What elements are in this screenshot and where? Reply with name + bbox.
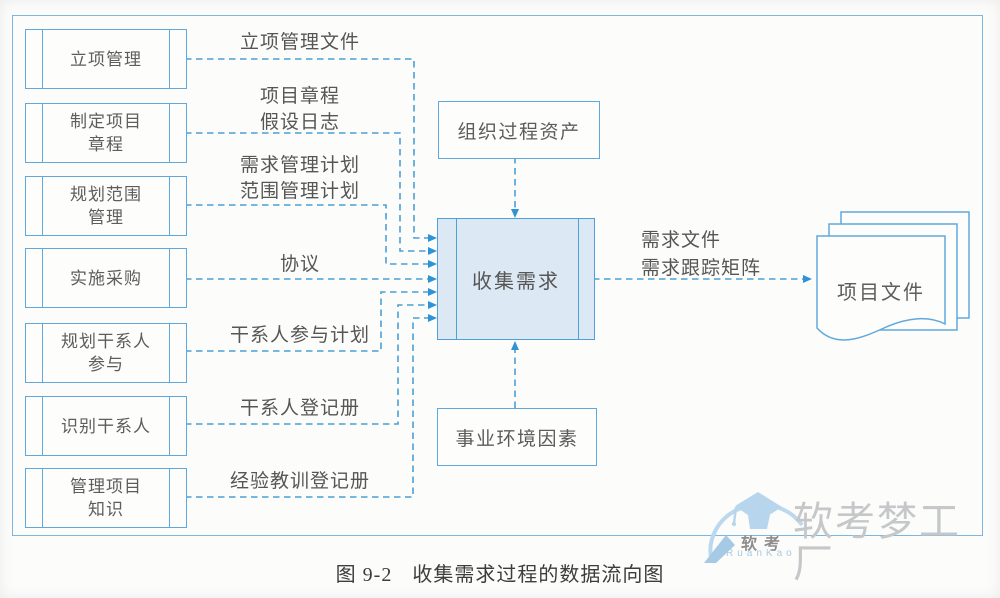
process-box-label: 规划范围 管理 <box>70 183 142 229</box>
label-line: 参与 <box>88 355 124 374</box>
document-stack-label: 项目文件 <box>837 282 925 304</box>
label-line: 规划干系人 <box>61 332 151 351</box>
edge-label-stakeholder-engagement-plan: 干系人参与计划 <box>185 323 415 349</box>
process-box-label: 实施采购 <box>70 267 142 290</box>
process-box-label: 立项管理 <box>70 48 142 71</box>
edge-label-agreements: 协议 <box>185 252 415 278</box>
process-box-identify-stakeholders: 识别干系人 <box>25 396 187 456</box>
box-rule-icon <box>42 324 43 382</box>
figure-caption: 图 9-2 收集需求过程的数据流向图 <box>0 558 1000 587</box>
box-rule-icon <box>169 30 170 88</box>
box-rule-icon <box>169 249 170 307</box>
label-line: 范围管理计划 <box>239 181 360 202</box>
process-box-manage-knowledge: 管理项目 知识 <box>25 468 187 528</box>
box-rule-icon <box>456 219 457 339</box>
label-line: 假设日志 <box>259 112 340 133</box>
box-rule-icon <box>578 219 579 339</box>
process-box-plan-scope: 规划范围 管理 <box>25 176 187 236</box>
label-line: 组织过程资产 <box>457 121 581 143</box>
center-process-label: 收集需求 <box>472 270 560 293</box>
box-rule-icon <box>169 324 170 382</box>
box-rule-icon <box>169 104 170 162</box>
label-line: 识别干系人 <box>61 416 151 436</box>
process-box-label: 识别干系人 <box>61 415 151 438</box>
label-line: 干系人参与计划 <box>229 325 370 346</box>
label-line: 协议 <box>279 254 320 275</box>
input-box-organizational-process-assets: 组织过程资产 <box>438 101 600 159</box>
label-line: 知识 <box>88 500 124 519</box>
edge-label-initiation-docs: 立项管理文件 <box>185 30 415 56</box>
figure-number: 图 9-2 <box>335 564 393 586</box>
process-box-develop-charter: 制定项目 章程 <box>25 103 187 163</box>
figure-title: 收集需求过程的数据流向图 <box>412 564 665 586</box>
box-rule-icon <box>42 249 43 307</box>
edge-label-stakeholder-register: 干系人登记册 <box>185 396 415 422</box>
box-rule-icon <box>42 469 43 527</box>
process-box-label: 规划干系人 参与 <box>61 330 151 376</box>
box-rule-icon <box>42 397 43 455</box>
diagram-frame <box>12 15 983 536</box>
label-line: 管理 <box>88 208 124 227</box>
label-line: 需求跟踪矩阵 <box>641 258 762 279</box>
box-rule-icon <box>169 397 170 455</box>
process-box-plan-stakeholder-engagement: 规划干系人 参与 <box>25 323 187 383</box>
process-box-conduct-procurement: 实施采购 <box>25 248 187 308</box>
label-line: 经验教训登记册 <box>229 471 370 492</box>
label-line: 事业环境因素 <box>455 428 579 450</box>
label-line: 立项管理 <box>70 49 142 69</box>
label-line: 管理项目 <box>70 477 142 496</box>
box-rule-icon <box>42 30 43 88</box>
input-box-enterprise-environmental-factors: 事业环境因素 <box>437 408 597 466</box>
edge-label-requirements-scope-plans: 需求管理计划 范围管理计划 <box>185 153 415 205</box>
label-line: 制定项目 <box>70 112 142 131</box>
edge-label-lessons-learned-register: 经验教训登记册 <box>185 469 415 495</box>
box-rule-icon <box>169 469 170 527</box>
edge-label-charter-assumption-log: 项目章程 假设日志 <box>185 84 415 136</box>
output-edge-label: 需求文件 需求跟踪矩阵 <box>641 227 761 283</box>
label-line: 规划范围 <box>70 185 142 204</box>
label-line: 干系人登记册 <box>239 398 360 419</box>
label-line: 需求管理计划 <box>239 155 360 176</box>
process-box-collect-requirements: 收集需求 <box>437 218 595 340</box>
label-line: 需求文件 <box>641 230 722 251</box>
box-rule-icon <box>42 177 43 235</box>
label-line: 章程 <box>88 135 124 154</box>
box-rule-icon <box>42 104 43 162</box>
label-line: 项目章程 <box>259 86 340 107</box>
process-box-label: 管理项目 知识 <box>70 475 142 521</box>
process-box-label: 制定项目 章程 <box>70 110 142 156</box>
label-line: 立项管理文件 <box>239 32 360 53</box>
label-line: 实施采购 <box>70 268 142 288</box>
box-rule-icon <box>169 177 170 235</box>
process-box-initiation-management: 立项管理 <box>25 29 187 89</box>
